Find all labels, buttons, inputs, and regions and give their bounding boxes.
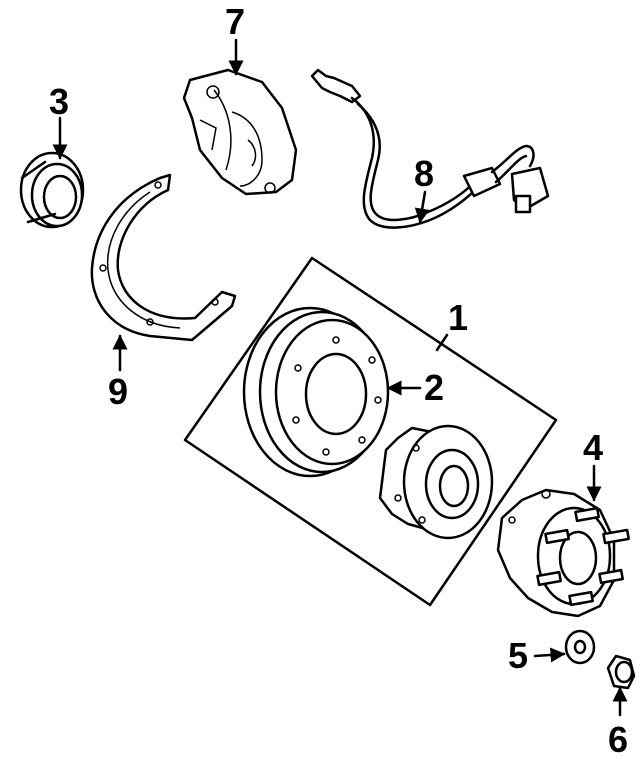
callout-9: 9 [108, 371, 128, 412]
abs-sensor-part [310, 68, 550, 229]
wheel-studs [536, 506, 630, 607]
callout-labels: 1 2 3 4 5 6 7 8 9 [49, 1, 628, 760]
leader-8 [414, 190, 430, 224]
assembly-box [183, 256, 558, 607]
seal-part [19, 151, 85, 229]
callout-5: 5 [508, 635, 528, 676]
callout-1: 1 [448, 297, 468, 338]
callout-8: 8 [414, 153, 434, 194]
callout-2: 2 [424, 367, 444, 408]
hub-bearing-part [496, 488, 630, 618]
caliper-part [182, 68, 298, 196]
splash-shield-part [90, 173, 237, 342]
callout-3: 3 [49, 81, 69, 122]
leader-5 [533, 647, 566, 663]
rotor-part [242, 306, 390, 478]
rotor-bolt-holes [292, 336, 382, 456]
callout-4: 4 [583, 427, 603, 468]
leader-lines [52, 38, 628, 717]
callout-7: 7 [225, 1, 245, 42]
nut-part [606, 654, 636, 690]
washer-part [564, 629, 596, 665]
callout-6: 6 [608, 719, 628, 760]
hub-part [378, 424, 494, 540]
